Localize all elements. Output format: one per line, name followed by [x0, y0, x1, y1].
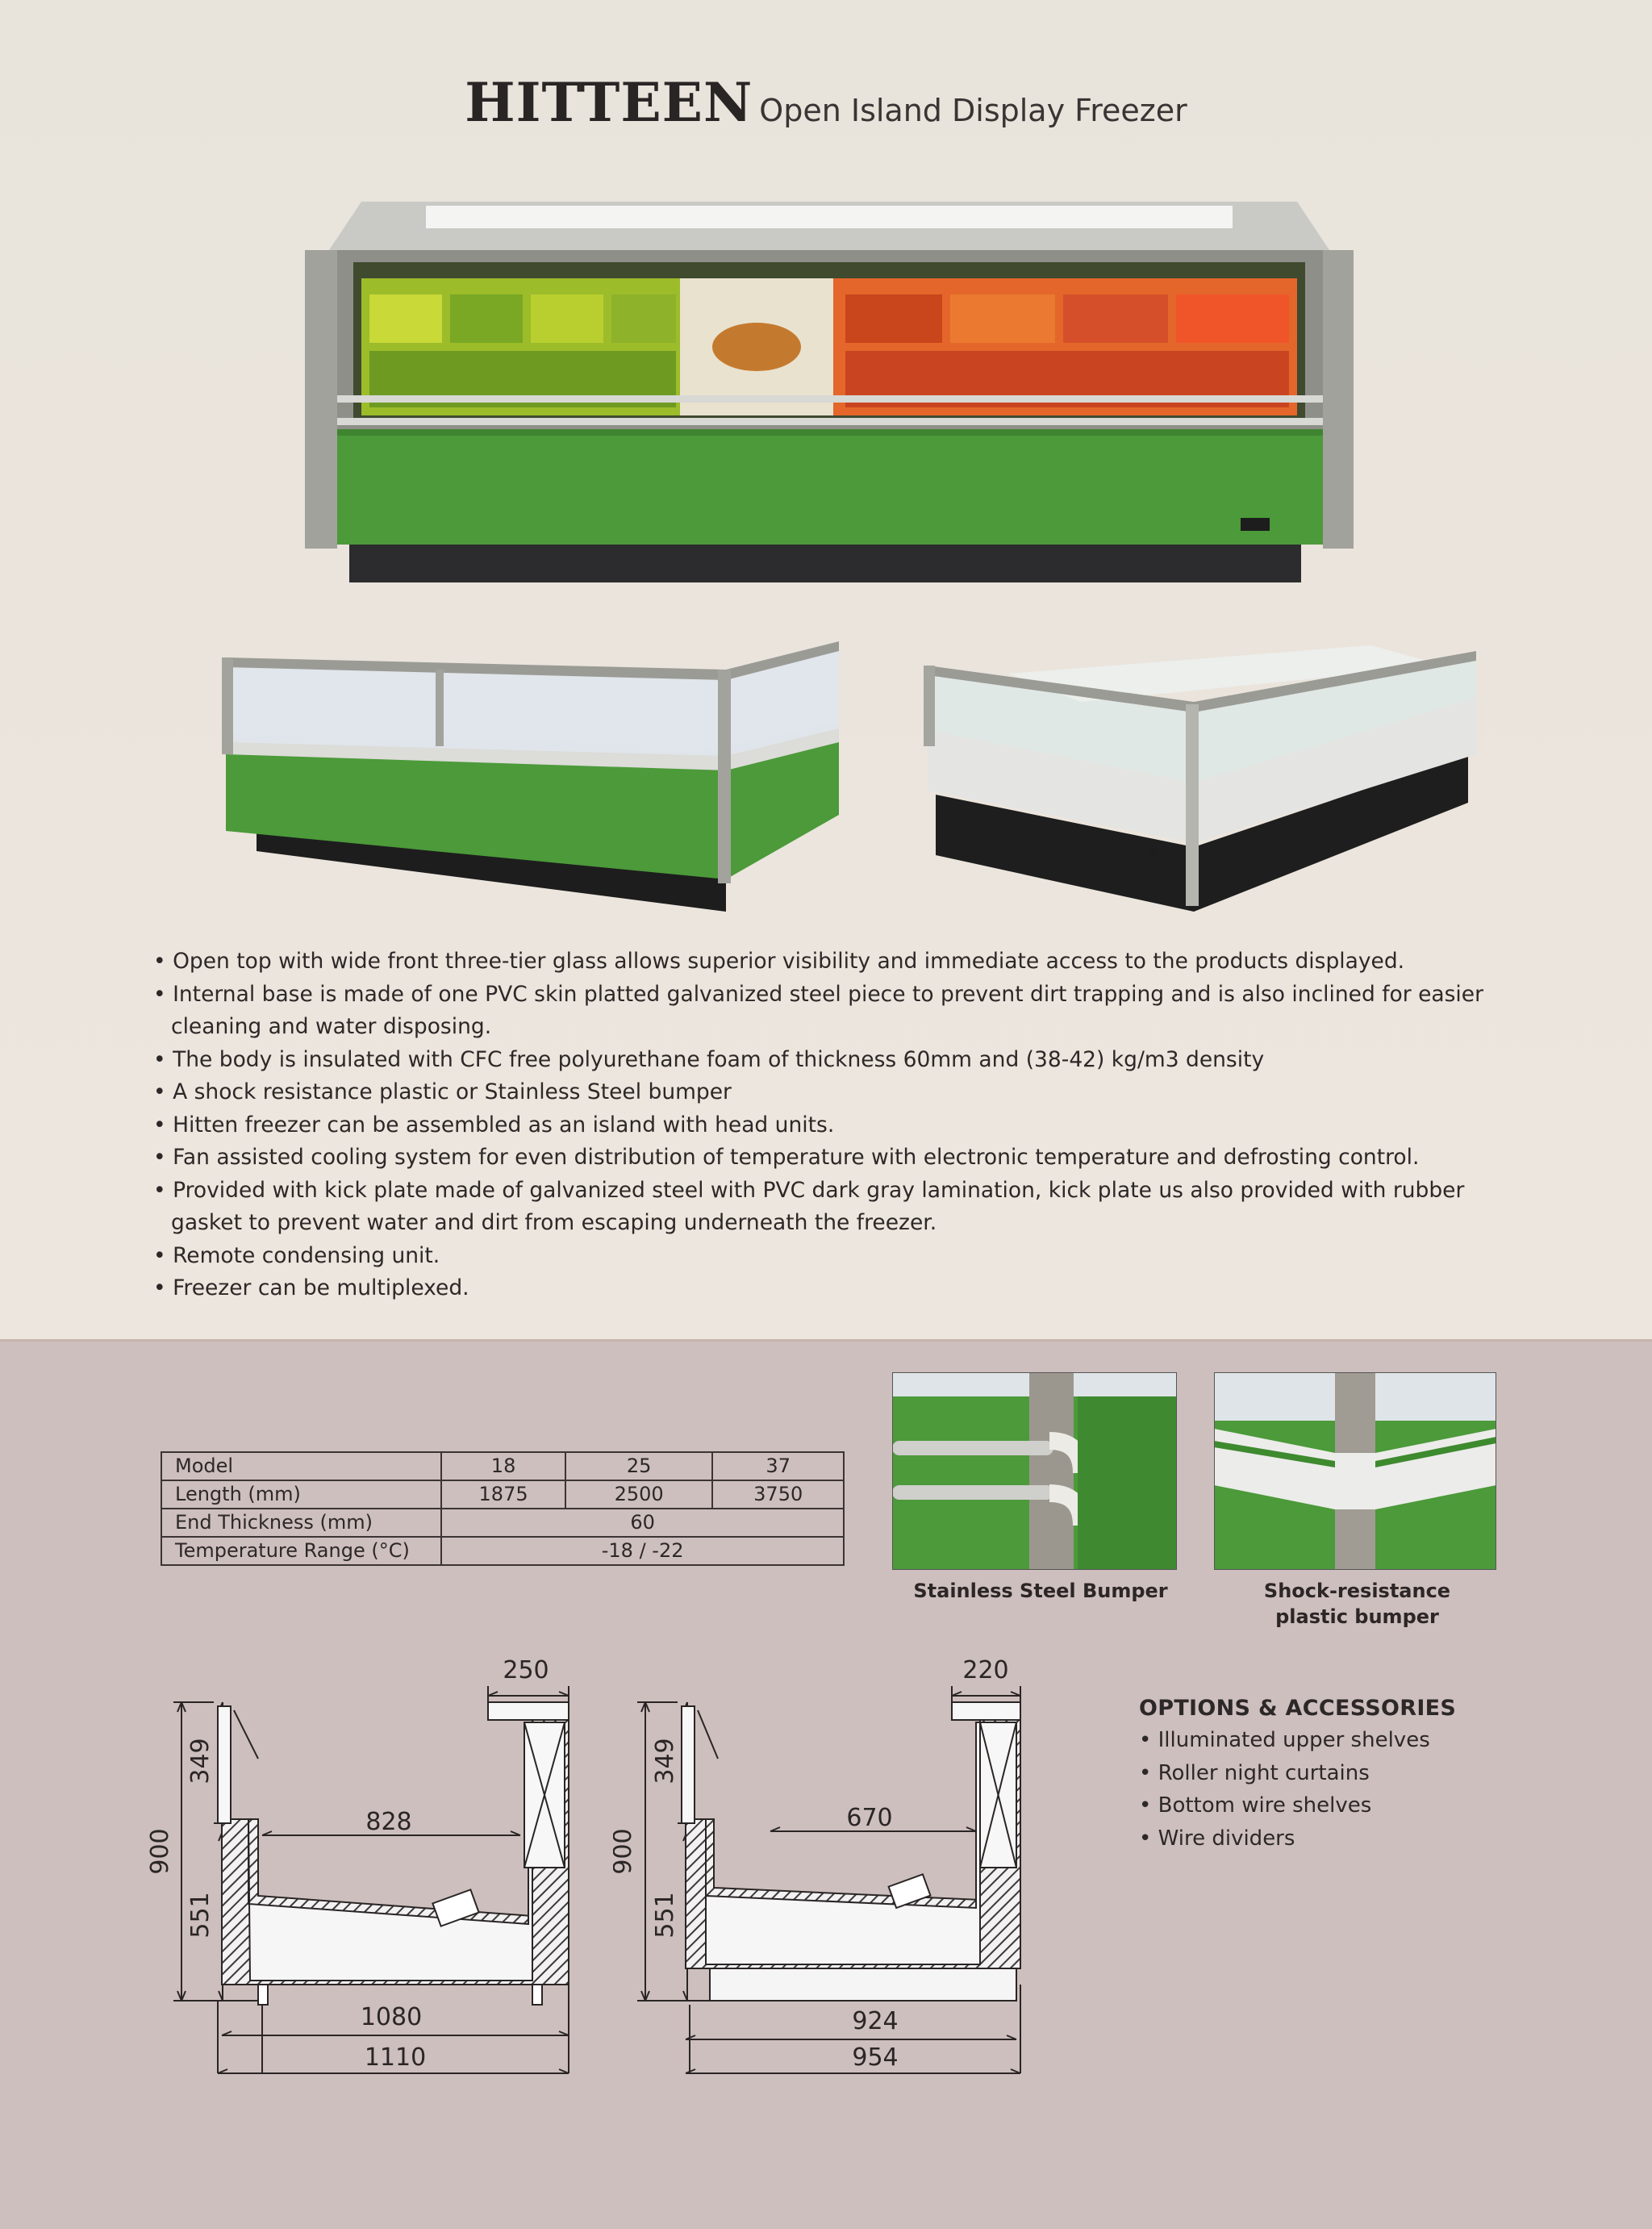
- stainless-bumper-caption: Stainless Steel Bumper: [892, 1578, 1189, 1604]
- option-item: Bottom wire shelves: [1139, 1789, 1456, 1822]
- table-cell: 3750: [711, 1480, 845, 1509]
- plastic-bumper-caption: Shock-resistance plastic bumper: [1214, 1578, 1500, 1630]
- table-cell: -18 / -22: [440, 1536, 845, 1566]
- table-cell: Temperature Range (°C): [160, 1536, 443, 1566]
- green-freezer-photo: [222, 641, 839, 912]
- dim-overall-width: 1110: [365, 2043, 426, 2072]
- table-row: End Thickness (mm) 60: [160, 1508, 845, 1538]
- spec-table: Model 18 25 37 Length (mm) 1875 2500 375…: [160, 1451, 845, 1566]
- product-subtitle: Open Island Display Freezer: [759, 93, 1187, 128]
- options-list: Illuminated upper shelves Roller night c…: [1139, 1724, 1456, 1855]
- feature-item: Fan assisted cooling system for even dis…: [150, 1142, 1521, 1175]
- dim-total-height: 900: [613, 1828, 637, 1874]
- feature-item: The body is insulated with CFC free poly…: [150, 1044, 1521, 1077]
- table-cell: 37: [711, 1451, 845, 1481]
- caption-line: plastic bumper: [1275, 1605, 1439, 1628]
- dim-inner-width: 828: [365, 1808, 411, 1836]
- option-item: Roller night curtains: [1139, 1757, 1456, 1790]
- feature-item: A shock resistance plastic or Stainless …: [150, 1076, 1521, 1109]
- dim-upper-height: 349: [186, 1738, 215, 1784]
- dim-upper-height: 349: [651, 1738, 679, 1784]
- option-item: Illuminated upper shelves: [1139, 1724, 1456, 1757]
- table-cell: 2500: [564, 1480, 714, 1509]
- dim-base-width: 1080: [361, 2003, 422, 2031]
- stainless-bumper-photo: [892, 1372, 1177, 1570]
- table-cell: 60: [440, 1508, 845, 1538]
- table-cell: Length (mm): [160, 1480, 443, 1509]
- dim-overall-width: 954: [852, 2043, 898, 2072]
- dim-base-width: 924: [852, 2007, 898, 2035]
- table-cell: 25: [564, 1451, 714, 1481]
- dim-inner-width: 670: [846, 1804, 892, 1832]
- dim-top-width: 220: [962, 1656, 1008, 1684]
- table-cell: End Thickness (mm): [160, 1508, 443, 1538]
- cross-section-drawing-left: 250 900 349 551 828 1080 1110: [146, 1656, 569, 2074]
- caption-line: Shock-resistance: [1263, 1580, 1451, 1602]
- table-row: Temperature Range (°C) -18 / -22: [160, 1536, 845, 1566]
- table-cell: 1875: [440, 1480, 566, 1509]
- main-freezer-photo: [305, 202, 1354, 582]
- feature-item: Hitten freezer can be assembled as an is…: [150, 1109, 1521, 1142]
- feature-item: Provided with kick plate made of galvani…: [150, 1175, 1521, 1240]
- dim-lower-height: 551: [651, 1892, 679, 1938]
- table-cell: Model: [160, 1451, 443, 1481]
- cross-section-drawing-right: 220 900 349 551 670 924 954: [613, 1656, 1021, 2074]
- table-cell: 18: [440, 1451, 566, 1481]
- feature-item: Internal base is made of one PVC skin pl…: [150, 979, 1521, 1044]
- feature-item: Remote condensing unit.: [150, 1240, 1521, 1273]
- dim-top-width: 250: [503, 1656, 549, 1684]
- options-title: OPTIONS & ACCESSORIES: [1139, 1696, 1457, 1721]
- dim-total-height: 900: [146, 1828, 174, 1874]
- dim-lower-height: 551: [186, 1892, 215, 1938]
- caption-text: Stainless Steel Bumper: [913, 1580, 1168, 1602]
- feature-item: Open top with wide front three-tier glas…: [150, 945, 1521, 979]
- feature-list: Open top with wide front three-tier glas…: [150, 945, 1521, 1305]
- table-row: Length (mm) 1875 2500 3750: [160, 1480, 845, 1509]
- feature-item: Freezer can be multiplexed.: [150, 1272, 1521, 1305]
- table-row: Model 18 25 37: [160, 1451, 845, 1481]
- options-accessories: OPTIONS & ACCESSORIES Illuminated upper …: [1139, 1696, 1456, 1855]
- option-item: Wire dividers: [1139, 1822, 1456, 1855]
- brand-name: HITTEEN: [465, 71, 753, 134]
- white-freezer-photo: [924, 645, 1476, 912]
- plastic-bumper-photo: [1214, 1372, 1496, 1570]
